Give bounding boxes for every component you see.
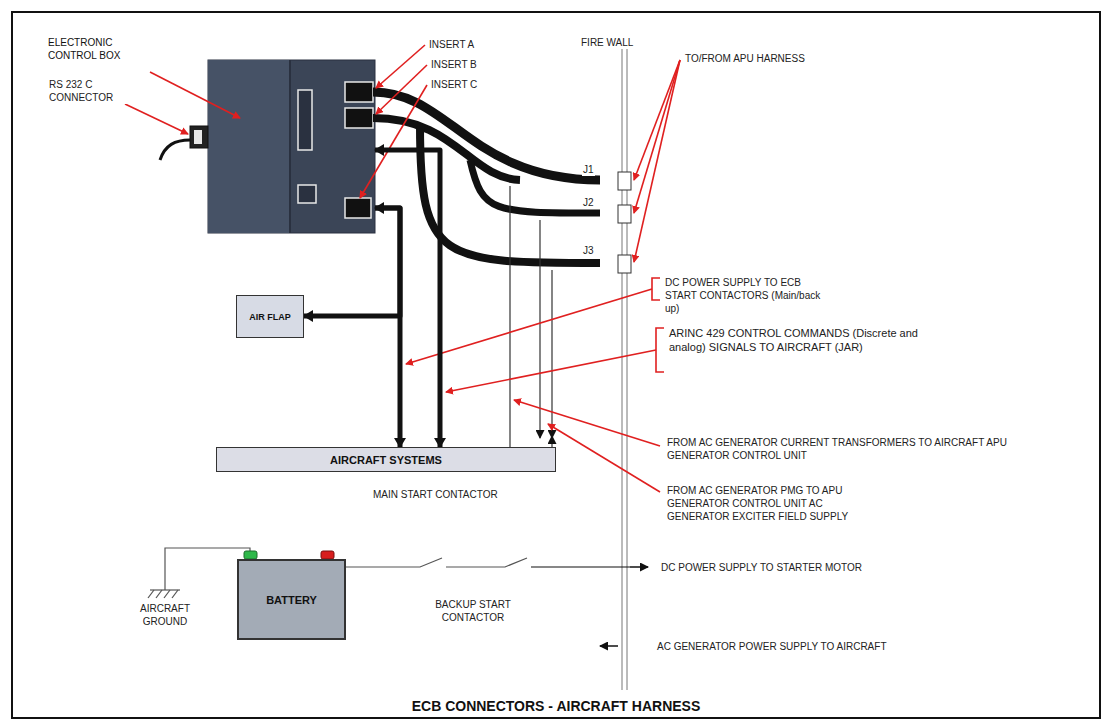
- callout-label: MAIN START CONTACTOR: [372, 488, 499, 501]
- diagram-title: ECB CONNECTORS - AIRCRAFT HARNESS: [0, 698, 1112, 714]
- harness-wire: [304, 208, 400, 316]
- callout-label: TO/FROM APU HARNESS: [684, 52, 806, 65]
- box-label: AIRCRAFT SYSTEMS: [330, 453, 442, 467]
- callout-label: J2: [582, 196, 595, 209]
- battery-circuit: [148, 548, 648, 646]
- frame: [12, 12, 1100, 718]
- box-label: ELECTRONIC CONTROL BOX: [48, 36, 158, 62]
- callout-label: FROM AC GENERATOR CURRENT TRANSFORMERS T…: [666, 436, 1008, 462]
- rs232-connector: [160, 126, 208, 160]
- signal-wires: [510, 186, 552, 447]
- callout-label: FIRE WALL: [580, 36, 634, 49]
- ecb-body: [208, 60, 375, 233]
- harness-wire: [375, 208, 400, 447]
- system-box: AIR FLAP: [236, 295, 304, 338]
- callout-label: FROM AC GENERATOR PMG TO APU GENERATOR C…: [666, 484, 888, 523]
- system-box: BATTERY: [237, 559, 346, 640]
- callout-label: ARINC 429 CONTROL COMMANDS (Discrete and…: [668, 326, 920, 354]
- harness-wire: [375, 150, 440, 447]
- callout-label: DC POWER SUPPLY TO STARTER MOTOR: [660, 561, 863, 574]
- callout-label: AIRCRAFT GROUND: [132, 602, 198, 628]
- callout-label: AC GENERATOR POWER SUPPLY TO AIRCRAFT: [656, 640, 888, 653]
- callout-label: J3: [582, 244, 595, 257]
- callout-arrows: [125, 45, 680, 492]
- system-box: AIRCRAFT SYSTEMS: [216, 447, 556, 472]
- callout-label: BACKUP START CONTACTOR: [422, 598, 524, 624]
- callout-label: RS 232 C CONNECTOR: [48, 78, 130, 104]
- positive-terminal: [321, 551, 334, 559]
- box-label: BATTERY: [266, 593, 317, 607]
- callout-label: DC POWER SUPPLY TO ECB START CONTACTORS …: [664, 276, 836, 315]
- box-label: AIR FLAP: [249, 311, 291, 323]
- firewall: [618, 40, 631, 690]
- callout-label: INSERT A: [428, 38, 475, 51]
- control-box: ELECTRONIC CONTROL BOX: [208, 60, 375, 233]
- callout-label: J1: [582, 163, 595, 176]
- callout-label: INSERT C: [430, 78, 478, 91]
- callout-label: INSERT B: [430, 58, 478, 71]
- negative-terminal: [244, 551, 257, 559]
